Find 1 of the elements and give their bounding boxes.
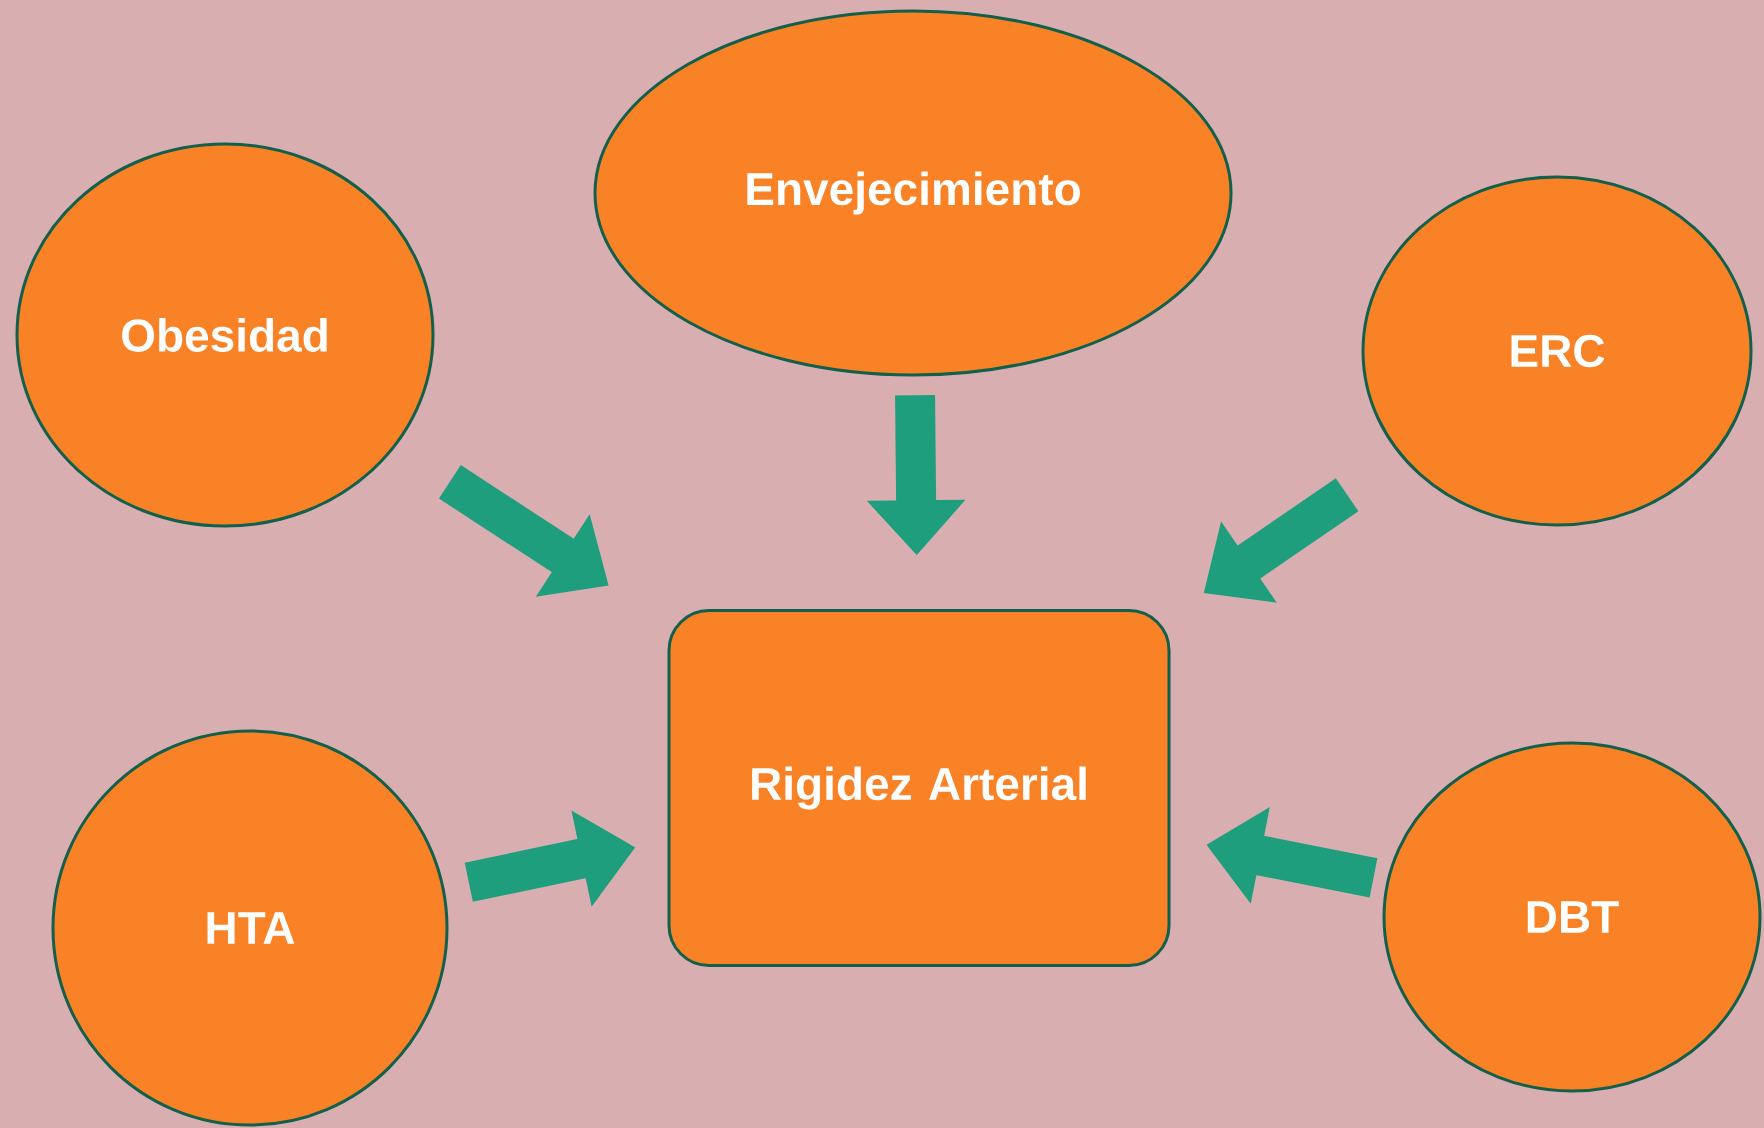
rounded-box: Rigidez Arterial bbox=[667, 609, 1171, 967]
